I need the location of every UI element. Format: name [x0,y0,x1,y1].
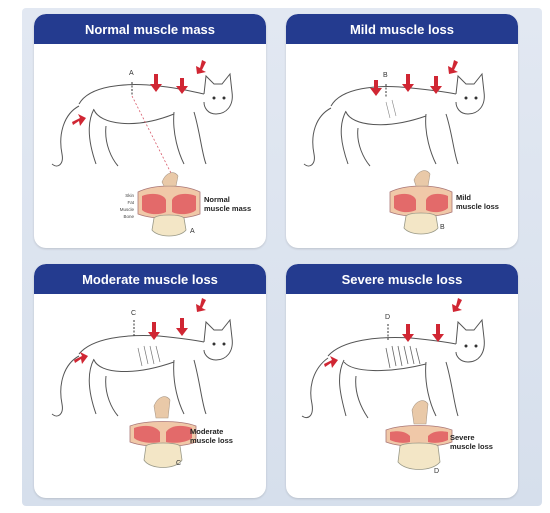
cat-illustration [51,298,233,468]
cross-section-diagram [137,172,201,237]
cross-section-diagram [389,170,453,235]
cat-illustration [303,60,485,235]
panel-normal: Normal muscle mass A [34,14,266,248]
marker-label: B [383,72,388,79]
cat-illustration [51,60,233,237]
panel-severe: Severe muscle loss D Severe muscl [286,264,518,498]
red-arrow-icon [72,60,206,126]
panel-title: Mild muscle loss [286,14,518,44]
panel-title: Moderate muscle loss [34,264,266,294]
panel-moderate: Moderate muscle loss C Moderate m [34,264,266,498]
panel-caption: Severe muscle loss [450,433,493,451]
marker-label: C [131,310,137,317]
cross-section-letter: D [434,468,440,475]
palpating-hand-icon [161,172,179,187]
cross-section-letter: B [440,224,445,231]
marker-label: A [129,70,134,77]
palpating-hand-icon [411,400,429,425]
panel-caption: Mild muscle loss [456,193,499,211]
panel-mild: Mild muscle loss B Mild muscle lo [286,14,518,248]
red-arrow-icon [370,60,458,96]
red-arrow-icon [324,298,462,368]
panel-caption: Normal muscle mass [204,195,252,213]
cat-illustration [301,298,485,470]
panel-title: Severe muscle loss [286,264,518,294]
cross-section-diagram [129,396,197,468]
panel-caption: Moderate muscle loss [190,427,233,445]
cross-section-diagram [385,400,453,470]
marker-label: D [385,314,391,321]
cross-section-letter: A [190,228,195,235]
red-arrow-icon [74,298,206,364]
palpating-hand-icon [413,170,431,187]
palpating-hand-icon [153,396,171,419]
cross-section-letter: C [176,460,182,467]
panel-title: Normal muscle mass [34,14,266,44]
